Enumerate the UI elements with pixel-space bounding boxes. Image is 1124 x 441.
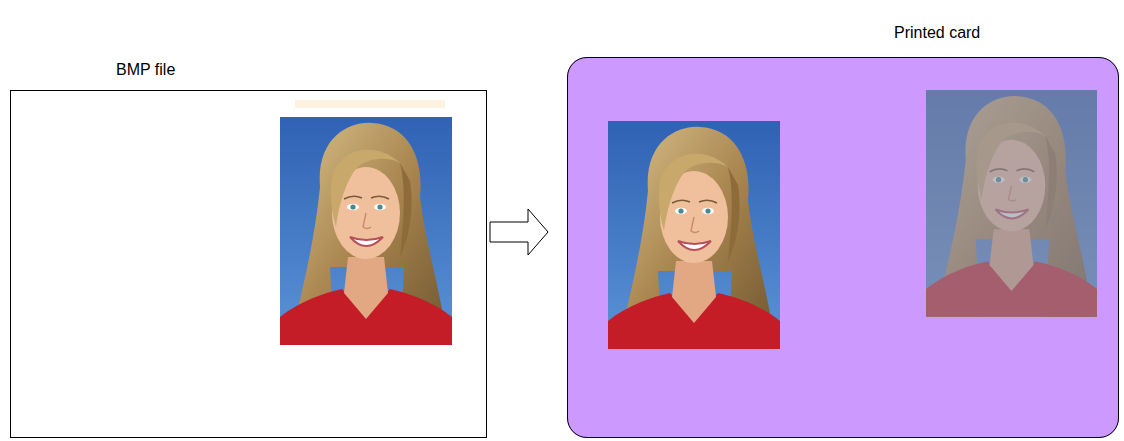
ghost-photo-ground — [926, 90, 1097, 317]
photo — [280, 117, 452, 345]
bmp-canvas — [10, 90, 487, 438]
card-outline: Printed card — [567, 57, 1119, 438]
box-heading: Printed card — [894, 23, 980, 42]
faint-strip — [295, 100, 445, 108]
ghost-photo — [926, 90, 1097, 317]
block-arrow — [490, 209, 548, 255]
photo — [608, 121, 780, 349]
box-heading: BMP file — [116, 60, 175, 79]
bmp-frame: BMP file — [10, 90, 487, 438]
card-fill — [567, 57, 1119, 438]
